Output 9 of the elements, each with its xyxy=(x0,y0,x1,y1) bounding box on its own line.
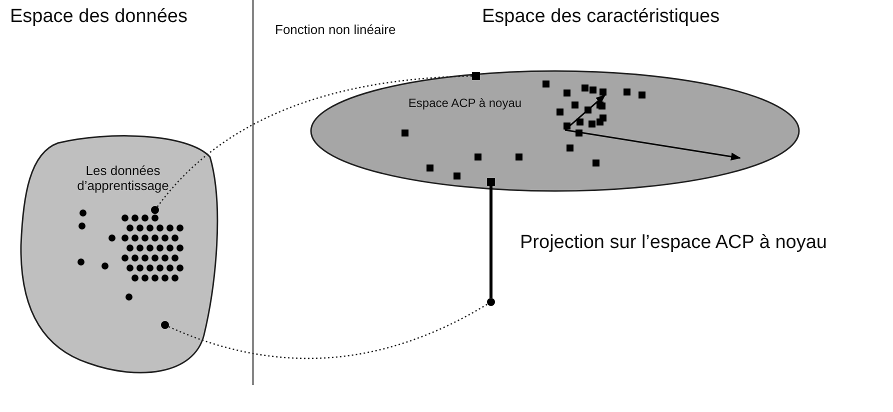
mapping-curve xyxy=(168,304,488,359)
region-label: Espace ACP à noyau xyxy=(407,96,523,110)
space-title: Espace des caractéristiques xyxy=(482,6,720,28)
caption-text: Projection sur l’espace ACP à noyau xyxy=(520,232,827,254)
caption-text: Fonction non linéaire xyxy=(275,22,396,37)
space-title: Espace des données xyxy=(10,6,188,28)
mapping-curve xyxy=(156,75,472,208)
projection-line xyxy=(490,186,492,298)
region-label: Les données d’apprentissage xyxy=(76,163,170,193)
